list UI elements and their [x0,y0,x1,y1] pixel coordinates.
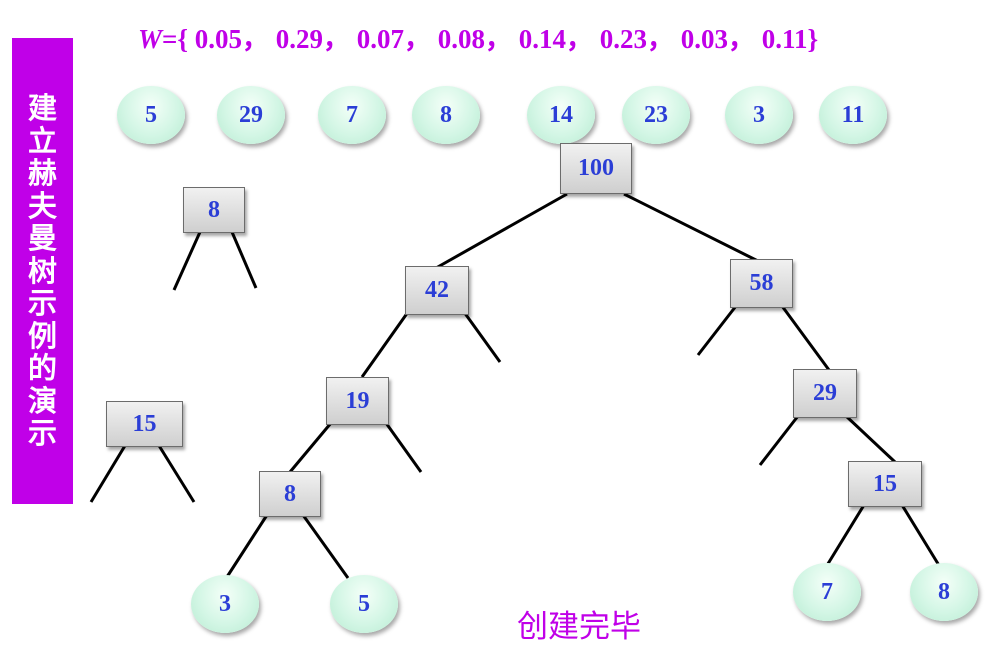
edge [844,414,897,464]
top-leaf: 5 [117,86,185,144]
edge [758,415,800,466]
tree-leaf-7: 7 [793,563,861,621]
tree-leaf-8: 8 [910,563,978,621]
tree-node-42: 42 [405,266,469,315]
sidebar-title-char: 立 [27,123,57,158]
sidebar-title-char: 例 [27,318,57,353]
edge [824,504,866,568]
edge [696,305,738,356]
sidebar-title-char: 的 [27,351,57,386]
top-leaf: 29 [217,86,285,144]
edge [288,422,333,473]
edge [384,422,423,473]
top-leaf: 23 [622,86,690,144]
sidebar-title-char: 演 [27,383,57,418]
weights-letter: W [138,24,163,54]
tree-node-58: 58 [730,259,793,308]
edge [780,305,831,371]
weights-values: ={ 0.05， 0.29， 0.07， 0.08， 0.14， 0.23， 0… [162,24,819,54]
edge [301,514,350,579]
edge [230,231,258,289]
sidebar-title-char: 赫 [27,156,57,191]
edge [156,443,196,503]
weights-line: W={ 0.05， 0.29， 0.07， 0.08， 0.14， 0.23， … [138,17,818,57]
edge [223,514,269,581]
sidebar-title-char: 建 [27,91,57,126]
edge [172,231,202,291]
tree-leaf-3: 3 [191,575,259,633]
tree-leaf-5: 5 [330,575,398,633]
sidebar-title-char: 示 [27,416,57,451]
sidebar-title-char: 示 [27,286,57,321]
completion-status: 创建完毕 [517,609,641,645]
top-leaf: 7 [318,86,386,144]
edge [89,443,128,503]
edge [360,311,410,378]
tree-node-15: 15 [848,461,922,507]
sidebar-title: 建立赫夫曼树示例的演示 [12,38,73,504]
edge [900,504,942,568]
edge [462,311,502,363]
partial-tree-node: 8 [183,187,245,233]
root-node: 100 [560,143,632,194]
tree-node-19: 19 [326,377,389,425]
edge [623,192,761,264]
top-leaf: 3 [725,86,793,144]
edge [435,192,568,270]
sidebar-title-char: 夫 [27,188,57,223]
sidebar-title-char: 树 [27,253,57,288]
top-leaf: 11 [819,86,887,144]
sidebar-title-char: 曼 [27,221,57,256]
partial-tree-node: 15 [106,401,183,447]
tree-node-8: 8 [259,471,321,517]
tree-node-29: 29 [793,369,857,418]
top-leaf: 14 [527,86,595,144]
top-leaf: 8 [412,86,480,144]
